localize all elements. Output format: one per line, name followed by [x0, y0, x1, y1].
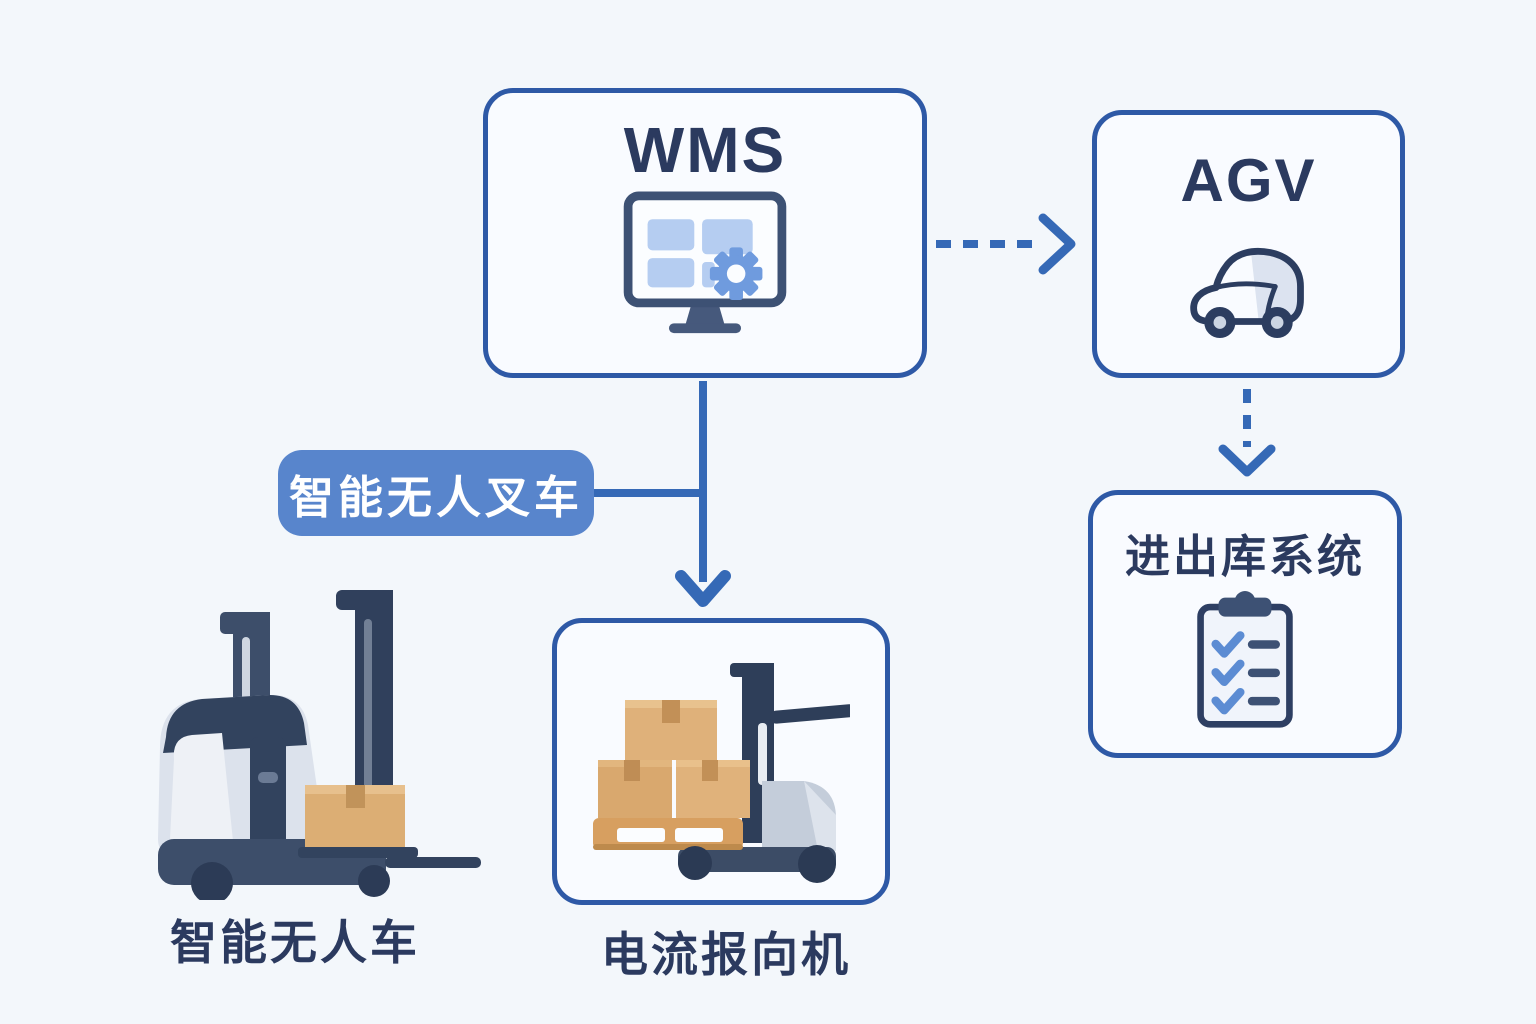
node-warehouse-io-title: 进出库系统: [1124, 531, 1365, 582]
smart-forklift-badge-label: 智能无人叉车: [288, 471, 583, 523]
agv-to-warehouse-io-arrow: [1218, 389, 1276, 477]
wms-to-station-arrow: [675, 381, 731, 607]
wms-to-agv-arrow: [936, 213, 1076, 275]
monitor-gear-icon: [623, 191, 787, 334]
caption-smart-unmanned-vehicle: 智能无人车: [170, 916, 420, 969]
node-wms: WMS: [483, 88, 927, 378]
node-warehouse-io: 进出库系统: [1088, 490, 1402, 758]
smart-forklift-badge: 智能无人叉车: [278, 450, 594, 536]
node-agv: AGV: [1092, 110, 1405, 378]
node-agv-title: AGV: [1180, 147, 1317, 214]
agv-car-icon: [1189, 247, 1304, 339]
caption-pallet-truck: 电流报向机: [601, 928, 851, 981]
node-pallet-truck-station: [552, 618, 890, 905]
pallet-truck-illustration: [593, 663, 850, 883]
node-wms-title: WMS: [623, 114, 787, 186]
reach-truck-illustration: [158, 590, 481, 900]
clipboard-checklist-icon: [1197, 591, 1293, 728]
